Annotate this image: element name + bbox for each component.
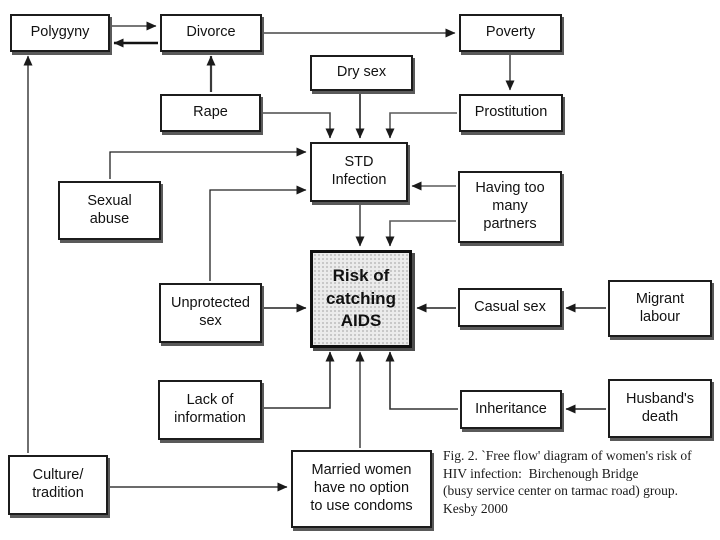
- node-polygyny: Polygyny: [10, 14, 110, 52]
- node-sexual-abuse: Sexual abuse: [58, 181, 161, 240]
- node-casual-sex: Casual sex: [458, 288, 562, 327]
- figure-caption: Fig. 2. `Free flow' diagram of women's r…: [443, 448, 692, 516]
- node-prostitution: Prostitution: [459, 94, 563, 132]
- node-poverty: Poverty: [459, 14, 562, 52]
- node-married-women-no-condom-option: Married women have no option to use cond…: [291, 450, 432, 528]
- node-risk-of-catching-aids: Risk of catching AIDS: [310, 250, 412, 348]
- edge-lack_information-to-risk_aids: [264, 351, 335, 409]
- node-std-infection: STD Infection: [310, 142, 408, 202]
- edge-inheritance-to-risk_aids: [385, 351, 458, 410]
- node-husbands-death: Husband's death: [608, 379, 712, 438]
- node-divorce: Divorce: [160, 14, 262, 52]
- node-lack-of-information: Lack of information: [158, 380, 262, 440]
- node-having-too-many-partners: Having too many partners: [458, 171, 562, 243]
- edge-rape-to-std_infection: [263, 112, 335, 139]
- edge-sexual_abuse-to-std_infection: [109, 147, 307, 179]
- edge-prostitution-to-std_infection: [385, 112, 457, 139]
- node-unprotected-sex: Unprotected sex: [159, 283, 262, 343]
- edge-having_partners-to-risk_aids: [385, 220, 456, 247]
- node-culture-tradition: Culture/ tradition: [8, 455, 108, 515]
- node-inheritance: Inheritance: [460, 390, 562, 429]
- edge-unprotected_sex-to-std_infection: [209, 185, 307, 281]
- node-dry-sex: Dry sex: [310, 55, 413, 91]
- node-rape: Rape: [160, 94, 261, 132]
- node-migrant-labour: Migrant labour: [608, 280, 712, 337]
